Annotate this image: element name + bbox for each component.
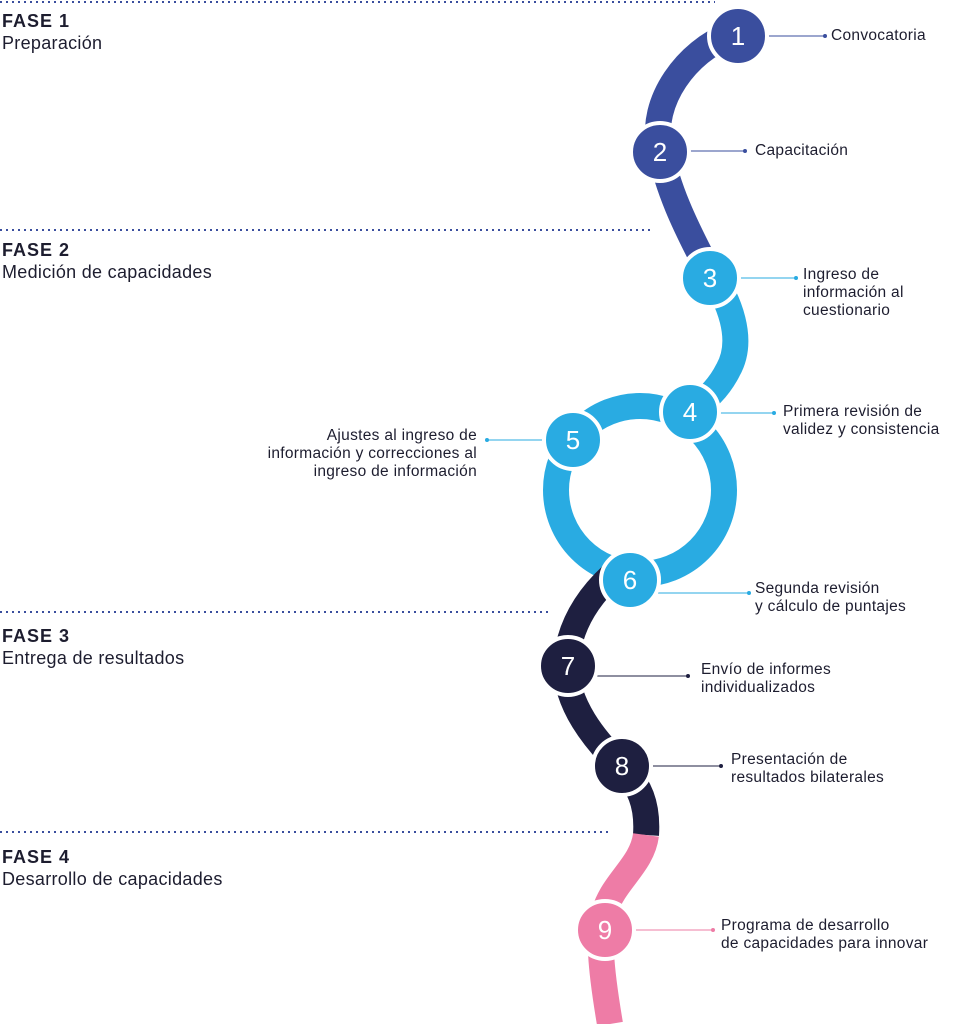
phase-subtitle: Medición de capacidades <box>2 262 213 282</box>
phase-header-3: FASE 3 Entrega de resultados <box>2 625 184 669</box>
step-node-circle <box>707 5 769 67</box>
step-label-5: Ajustes al ingreso de información y corr… <box>267 427 477 480</box>
step-number: 8 <box>615 751 629 781</box>
phase-title: FASE 4 <box>2 847 71 867</box>
phase-subtitle: Desarrollo de capacidades <box>2 869 223 889</box>
step-node-1: 1 <box>707 5 769 67</box>
step-node-circle <box>574 899 636 961</box>
phase-title: FASE 3 <box>2 626 71 646</box>
step-number: 7 <box>561 651 575 681</box>
step-label-1: Convocatoria <box>831 27 926 44</box>
step-number: 1 <box>731 21 745 51</box>
connectors <box>485 34 827 932</box>
step-node-6: 6 <box>599 549 661 611</box>
phase-title: FASE 1 <box>2 11 71 31</box>
path-phase3 <box>552 565 660 836</box>
step-node-8: 8 <box>591 735 653 797</box>
step-number: 2 <box>653 137 667 167</box>
step-node-circle <box>629 121 691 183</box>
step-number: 3 <box>703 263 717 293</box>
step-node-2: 2 <box>629 121 691 183</box>
step-node-5: 5 <box>542 409 604 471</box>
step-number: 5 <box>566 425 580 455</box>
step-node-4: 4 <box>659 381 721 443</box>
step-nodes: 1 2 3 4 5 6 7 8 9 <box>537 5 769 961</box>
step-label-9: Programa de desarrollo de capacidades pa… <box>721 917 929 952</box>
step-node-circle <box>542 409 604 471</box>
phase-subtitle: Entrega de resultados <box>2 648 185 668</box>
step-node-7: 7 <box>537 635 599 697</box>
phase-header-4: FASE 4 Desarrollo de capacidades <box>2 846 223 890</box>
step-node-circle <box>537 635 599 697</box>
phase-header-2: FASE 2 Medición de capacidades <box>2 239 212 283</box>
step-label-3: Ingreso de información al cuestionario <box>803 266 904 319</box>
step-node-circle <box>591 735 653 797</box>
step-number: 4 <box>683 397 697 427</box>
phase-subtitle: Preparación <box>2 33 103 53</box>
step-node-circle <box>659 381 721 443</box>
step-label-7: Envío de informes individualizados <box>701 661 832 696</box>
step-number: 9 <box>598 915 612 945</box>
step-node-circle <box>599 549 661 611</box>
step-node-3: 3 <box>679 247 741 309</box>
step-node-circle <box>679 247 741 309</box>
phase-title: FASE 2 <box>2 240 71 260</box>
phase-header-1: FASE 1 Preparación <box>2 10 102 54</box>
step-label-6: Segunda revisión y cálculo de puntajes <box>755 580 907 615</box>
step-node-9: 9 <box>574 899 636 961</box>
step-label-8: Presentación de resultados bilaterales <box>731 751 885 786</box>
step-label-2: Capacitación <box>755 142 849 159</box>
step-label-4: Primera revisión de validez y consistenc… <box>783 403 940 438</box>
step-number: 6 <box>623 565 637 595</box>
